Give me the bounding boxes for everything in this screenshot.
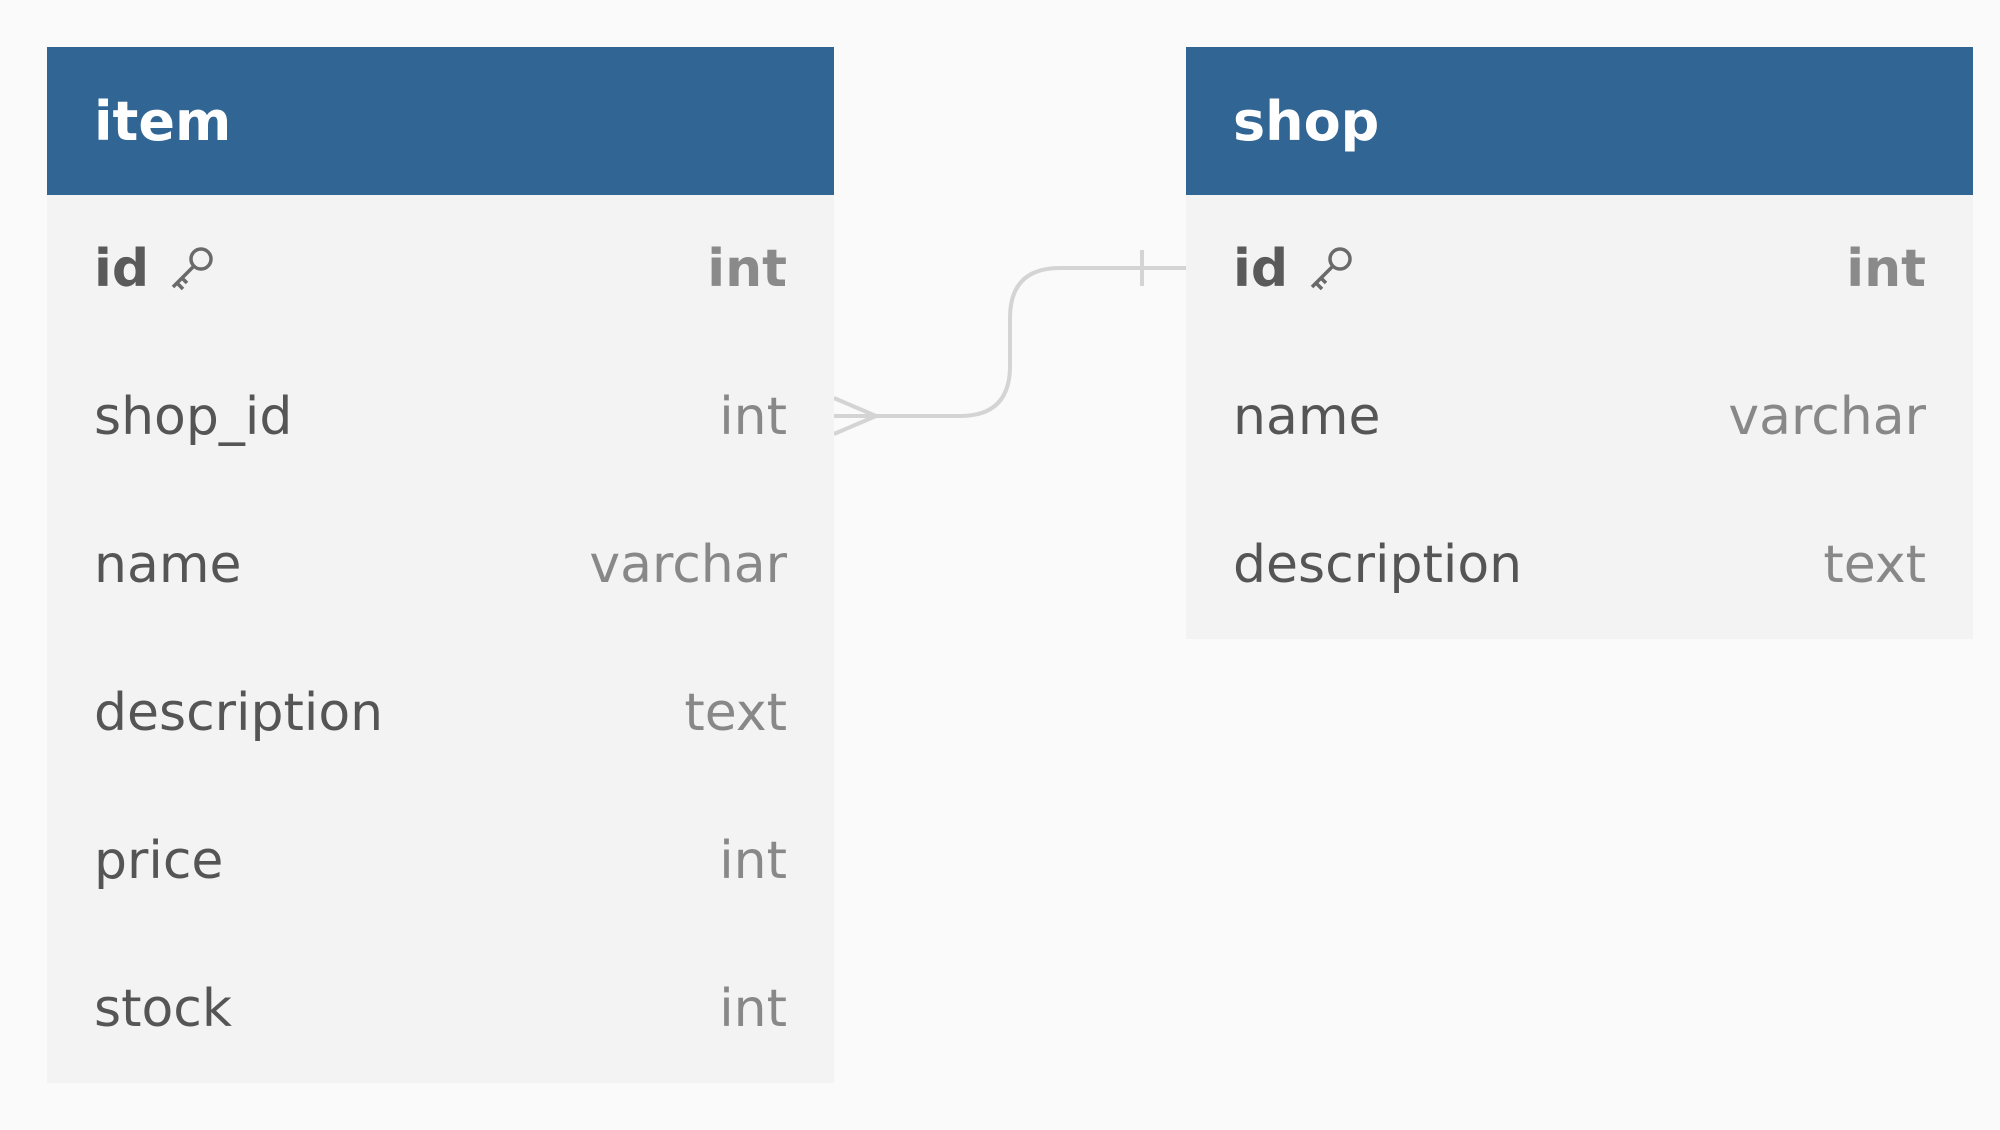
column-name: description [94, 683, 384, 743]
column-name: name [94, 535, 242, 595]
relationship-line [834, 266, 1186, 418]
column-type: int [719, 979, 787, 1039]
column-name: description [1233, 535, 1523, 595]
column-type: int [719, 831, 787, 891]
column-type: text [1823, 535, 1926, 595]
column-type: int [719, 387, 787, 447]
column-row-description[interactable]: description text [47, 639, 834, 787]
column-name-text: id [94, 239, 150, 299]
column-name: id [94, 239, 221, 299]
column-name: name [1233, 387, 1381, 447]
column-name: shop_id [94, 387, 293, 447]
table-title: shop [1233, 89, 1380, 153]
column-type: int [1846, 239, 1926, 299]
column-type: int [707, 239, 787, 299]
table-header-shop[interactable]: shop [1186, 47, 1973, 195]
column-name: stock [94, 979, 232, 1039]
column-row-stock[interactable]: stock int [47, 935, 834, 1083]
table-shop[interactable]: shop id int name varchar description tex… [1186, 47, 1973, 639]
column-type: varchar [589, 535, 787, 595]
column-name: price [94, 831, 224, 891]
column-row-name[interactable]: name varchar [47, 491, 834, 639]
crows-foot-many-marker [833, 396, 882, 436]
key-icon [171, 247, 213, 291]
table-header-item[interactable]: item [47, 47, 834, 195]
column-row-id[interactable]: id int [47, 195, 834, 343]
table-item[interactable]: item id int shop_id int name varchar [47, 47, 834, 1083]
key-icon [1310, 247, 1352, 291]
table-title: item [94, 89, 232, 153]
column-name: id [1233, 239, 1360, 299]
column-row-id[interactable]: id int [1186, 195, 1973, 343]
column-row-description[interactable]: description text [1186, 491, 1973, 639]
column-name-text: id [1233, 239, 1289, 299]
column-row-price[interactable]: price int [47, 787, 834, 935]
column-row-name[interactable]: name varchar [1186, 343, 1973, 491]
column-type: varchar [1728, 387, 1926, 447]
column-type: text [684, 683, 787, 743]
column-row-shop_id[interactable]: shop_id int [47, 343, 834, 491]
